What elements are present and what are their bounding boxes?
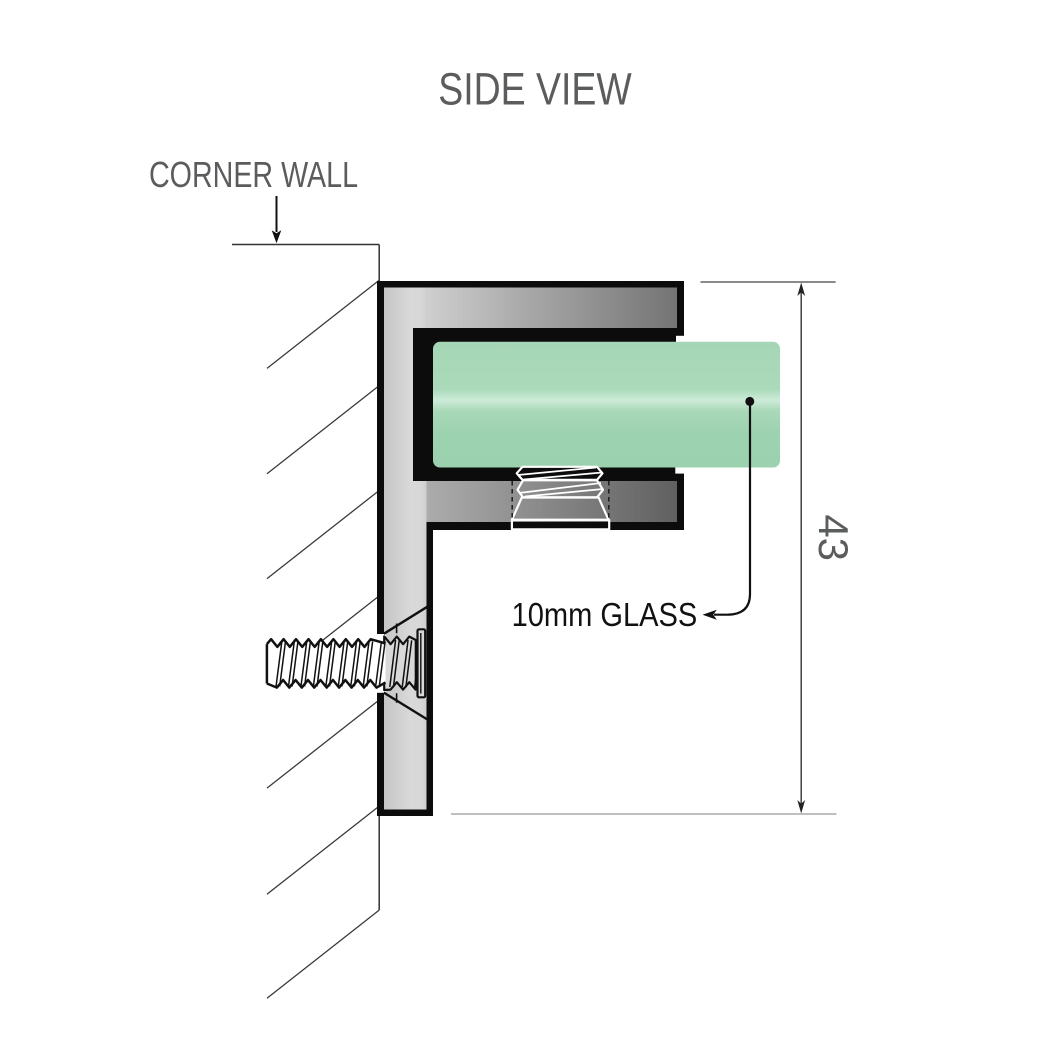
svg-text:43: 43 xyxy=(810,514,857,561)
svg-text:CORNER WALL: CORNER WALL xyxy=(149,154,358,195)
svg-text:10mm GLASS: 10mm GLASS xyxy=(512,597,698,634)
svg-text:SIDE VIEW: SIDE VIEW xyxy=(438,64,632,115)
